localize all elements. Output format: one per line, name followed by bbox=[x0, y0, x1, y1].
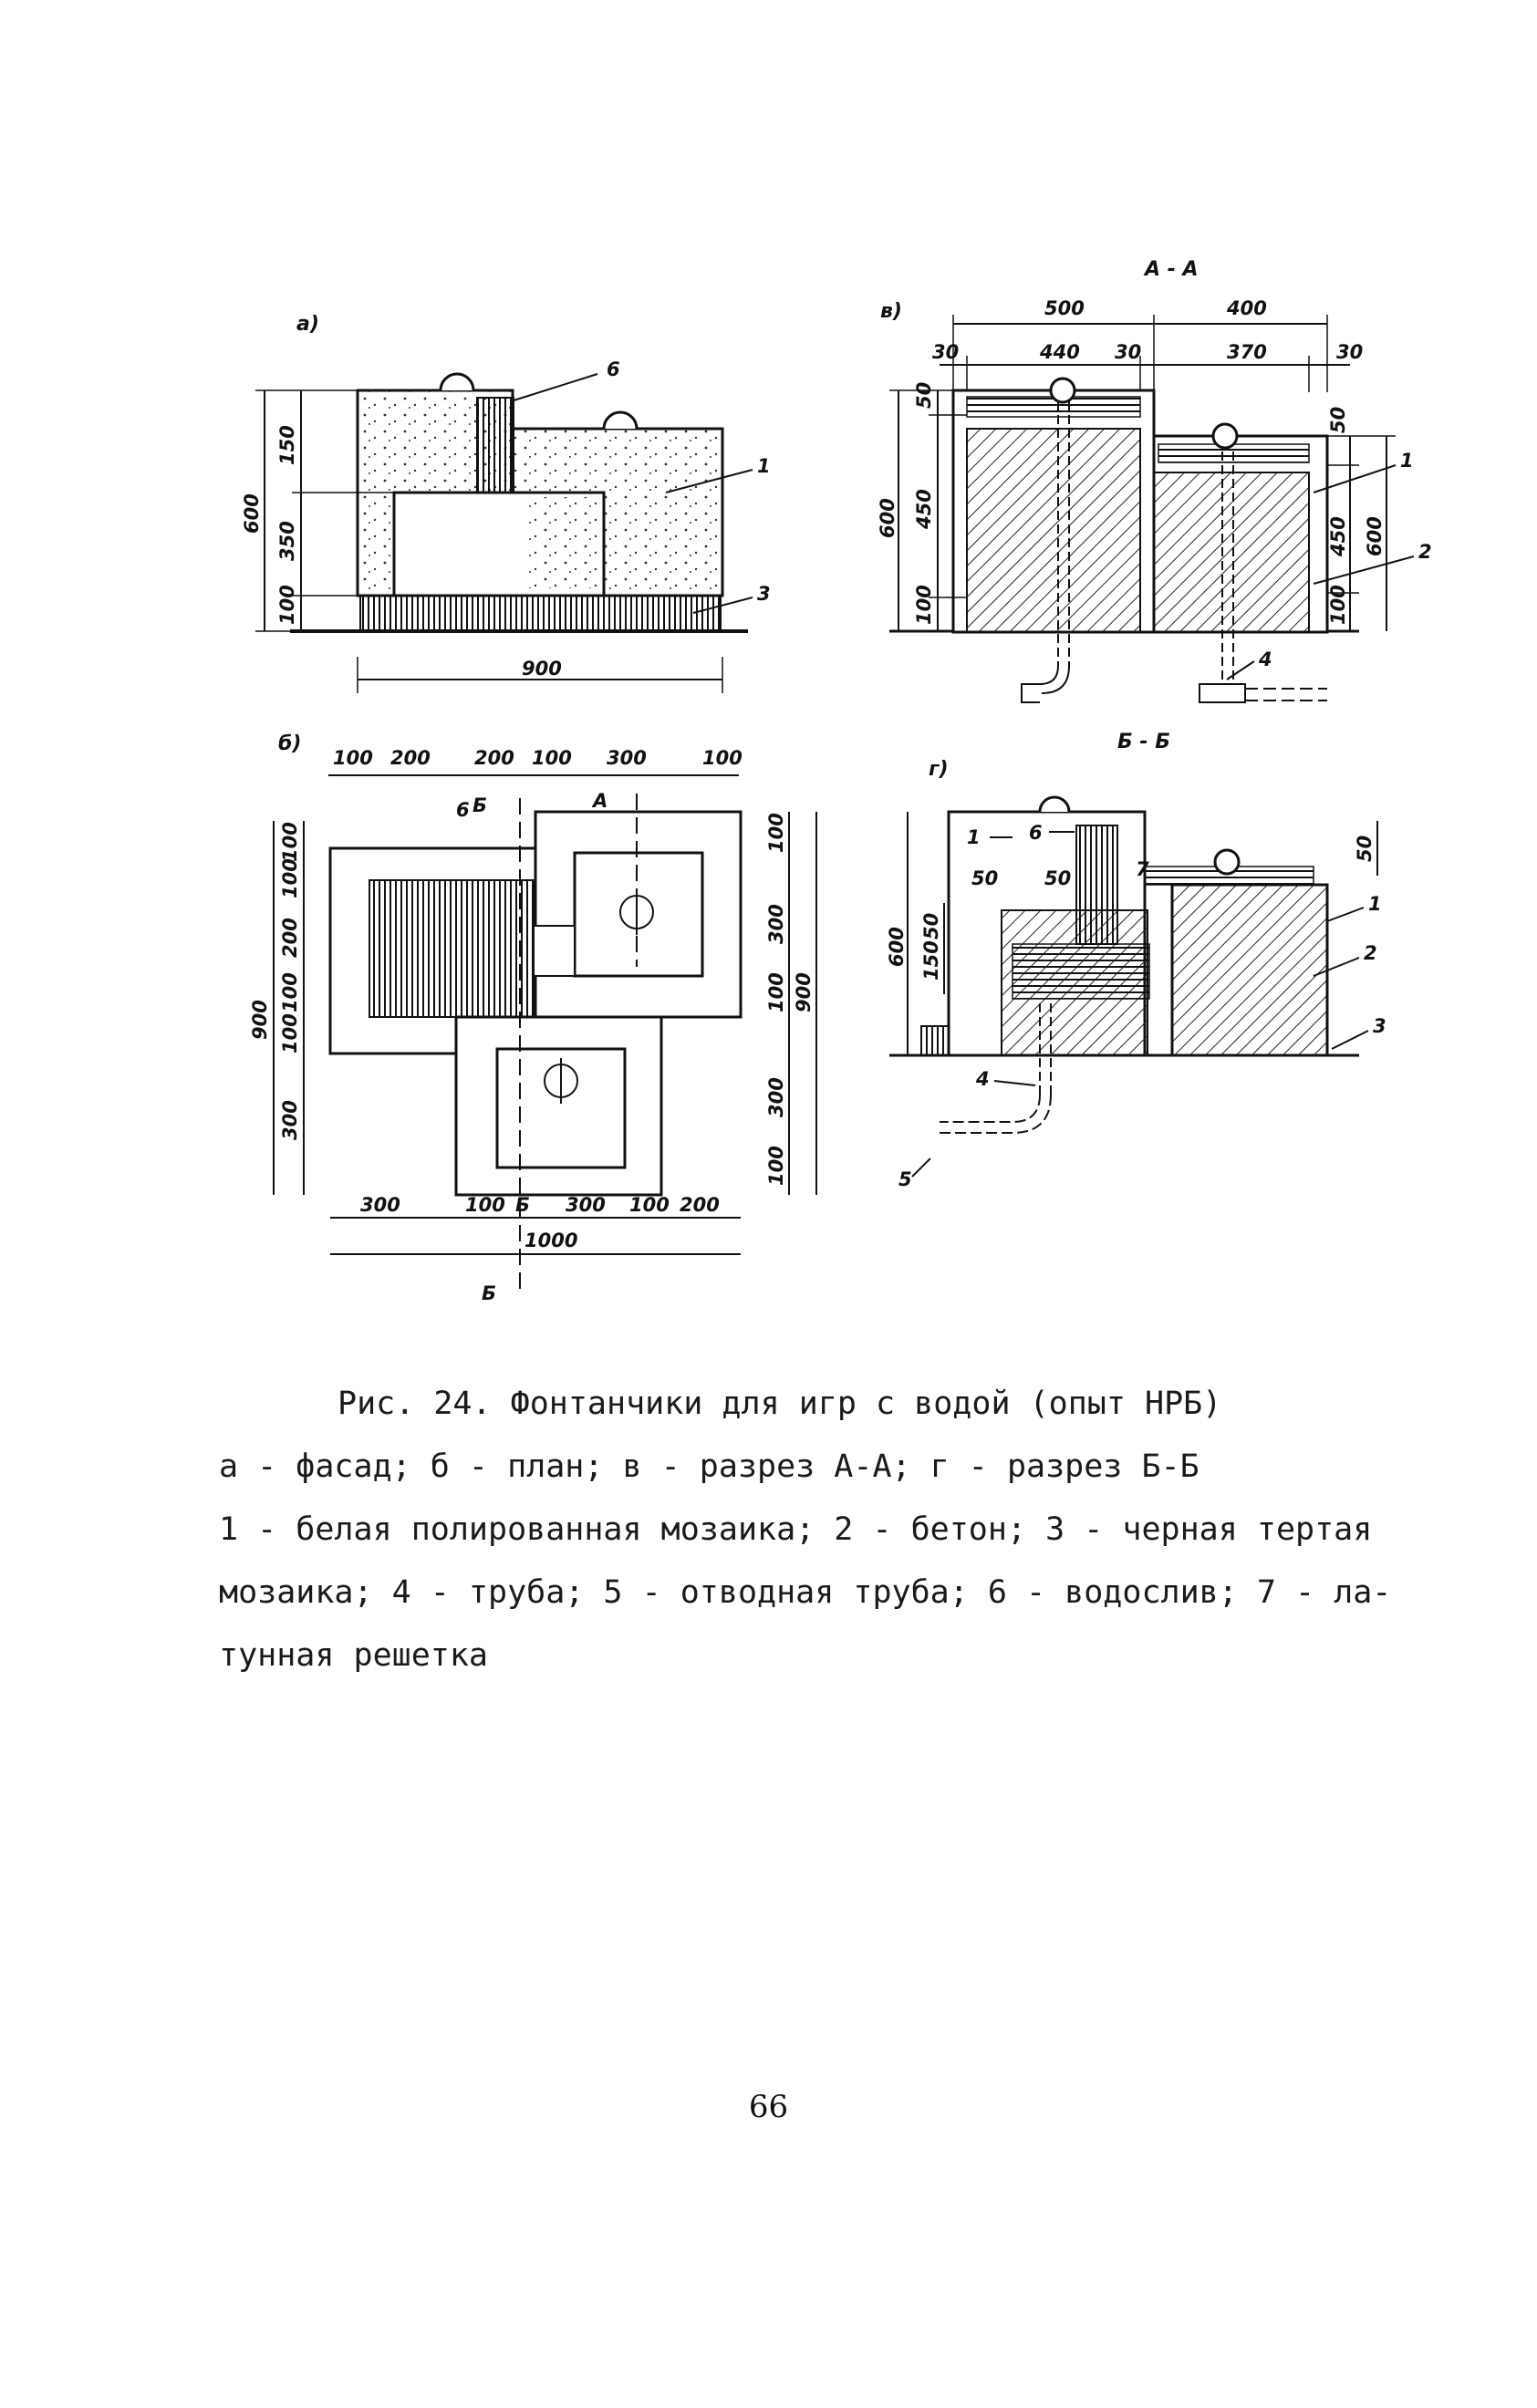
dim-b-t100a: 100 bbox=[333, 747, 373, 769]
section-mark-a-top: А bbox=[591, 790, 608, 812]
dim-b-b300: 300 bbox=[360, 1194, 400, 1216]
dim-b-t100b: 100 bbox=[532, 747, 572, 769]
dim-b-b100a: 100 bbox=[465, 1194, 505, 1216]
caption-line-2: а - фасад; б - план; в - разрез А-А; г -… bbox=[219, 1448, 1199, 1485]
panel-g-section-bb: Б - Б г) 4 5 1 6 7 1 2 3 50 50 50 bbox=[886, 731, 1386, 1190]
dim-b-1000: 1000 bbox=[524, 1230, 577, 1251]
callout-3-a: 3 bbox=[757, 583, 771, 605]
dim-b-900: 900 bbox=[249, 1000, 271, 1040]
dim-b-b200: 200 bbox=[680, 1194, 720, 1216]
section-mark-b-bottom-mid: Б bbox=[515, 1194, 530, 1216]
dim-g-h600: 600 bbox=[886, 927, 908, 967]
panel-b-plan: б) 100 200 200 100 300 100 6 Б А 900 100… bbox=[249, 732, 817, 1304]
dim-a-350: 350 bbox=[276, 521, 298, 561]
dim-v-400: 400 bbox=[1226, 297, 1267, 319]
callout-6-a: 6 bbox=[607, 358, 620, 380]
callout-1-g: 1 bbox=[967, 826, 981, 848]
callout-1b-g: 1 bbox=[1368, 893, 1382, 915]
callout-3-g: 3 bbox=[1373, 1015, 1386, 1037]
caption-line-3: 1 - белая полированная мозаика; 2 - бето… bbox=[219, 1511, 1373, 1548]
dim-v-30b: 30 bbox=[1115, 341, 1141, 363]
dim-v-440: 440 bbox=[1039, 341, 1080, 363]
dim-a-100: 100 bbox=[276, 585, 298, 625]
dim-v-30a: 30 bbox=[932, 341, 959, 363]
dim-a-900: 900 bbox=[522, 658, 562, 680]
callout-1-v: 1 bbox=[1400, 450, 1414, 472]
dim-b-t300: 300 bbox=[607, 747, 647, 769]
dim-a-600: 600 bbox=[241, 493, 263, 534]
dim-b-l300: 300 bbox=[279, 1100, 301, 1140]
callout-4-v: 4 bbox=[1258, 649, 1272, 670]
dim-g-w50b: 50 bbox=[1044, 867, 1071, 889]
section-mark-b-left: Б bbox=[473, 794, 487, 816]
dim-b-r300b: 300 bbox=[765, 1077, 787, 1117]
dim-b-l100c: 100 bbox=[279, 972, 301, 1012]
dim-b-l100a: 100 bbox=[279, 822, 301, 862]
dim-g-w50a: 50 bbox=[971, 867, 998, 889]
callout-1-a: 1 bbox=[757, 455, 771, 477]
figure-caption: Рис. 24. Фонтанчики для игр с водой (опы… bbox=[219, 1373, 1432, 1687]
panel-label-v: в) bbox=[880, 300, 902, 323]
callout-6-g: 6 bbox=[1029, 822, 1043, 844]
dim-g-h150: 150 bbox=[920, 940, 942, 981]
dim-v-500: 500 bbox=[1044, 297, 1085, 319]
dim-b-r100c: 100 bbox=[765, 1146, 787, 1186]
dim-a-150: 150 bbox=[276, 425, 298, 465]
dim-v-450: 450 bbox=[913, 489, 935, 530]
dim-v-r50: 50 bbox=[1327, 407, 1349, 433]
panel-v-section-aa: А - А в) 500 400 30 440 30 370 30 bbox=[877, 258, 1432, 703]
dim-b-t200a: 200 bbox=[390, 747, 431, 769]
panel-a-facade: а) 6 1 3 600 150 350 100 bbox=[241, 313, 771, 693]
dim-b-t200b: 200 bbox=[474, 747, 514, 769]
section-title-bb: Б - Б bbox=[1117, 731, 1170, 753]
dim-v-r600: 600 bbox=[1364, 516, 1386, 556]
dim-b-l100b: 100 bbox=[279, 858, 301, 898]
section-title-aa: А - А bbox=[1143, 258, 1199, 281]
dim-b-r100a: 100 bbox=[765, 813, 787, 853]
callout-2-g: 2 bbox=[1364, 942, 1377, 964]
dim-v-50: 50 bbox=[913, 382, 935, 409]
dim-g-h50b: 50 bbox=[920, 913, 942, 939]
callout-2-v: 2 bbox=[1418, 541, 1432, 563]
callout-7-g: 7 bbox=[1136, 858, 1149, 880]
section-mark-b-bottom: Б bbox=[482, 1282, 496, 1304]
page-number: 66 bbox=[748, 2089, 789, 2125]
dim-v-r450: 450 bbox=[1327, 516, 1349, 557]
dim-v-100: 100 bbox=[913, 585, 935, 625]
dim-b-t100c: 100 bbox=[702, 747, 743, 769]
technical-drawing: а) 6 1 3 600 150 350 100 bbox=[241, 258, 1432, 1304]
callout-4-g: 4 bbox=[975, 1068, 990, 1090]
dim-b-r900: 900 bbox=[793, 972, 815, 1012]
dim-b-r300a: 300 bbox=[765, 904, 787, 944]
dim-b-b300b: 300 bbox=[566, 1194, 606, 1216]
panel-label-a: а) bbox=[296, 313, 319, 336]
dim-v-r100: 100 bbox=[1327, 585, 1349, 625]
dim-g-h50: 50 bbox=[1354, 836, 1376, 862]
dim-v-370: 370 bbox=[1227, 341, 1267, 363]
dim-b-l200: 200 bbox=[279, 918, 301, 958]
dim-b-r100b: 100 bbox=[765, 972, 787, 1012]
panel-label-g: г) bbox=[929, 758, 949, 781]
dim-b-b100b: 100 bbox=[629, 1194, 670, 1216]
caption-line-5: тунная решетка bbox=[219, 1637, 489, 1674]
dim-v-30c: 30 bbox=[1336, 341, 1363, 363]
panel-label-b: б) bbox=[278, 732, 301, 755]
callout-6-b: 6 bbox=[456, 799, 470, 821]
callout-5-g: 5 bbox=[898, 1168, 912, 1190]
dim-b-l100d: 100 bbox=[279, 1013, 301, 1054]
caption-title: Рис. 24. Фонтанчики для игр с водой (опы… bbox=[338, 1386, 1222, 1422]
dim-v-600: 600 bbox=[877, 498, 898, 538]
caption-line-4: мозаика; 4 - труба; 5 - отводная труба; … bbox=[219, 1574, 1392, 1611]
